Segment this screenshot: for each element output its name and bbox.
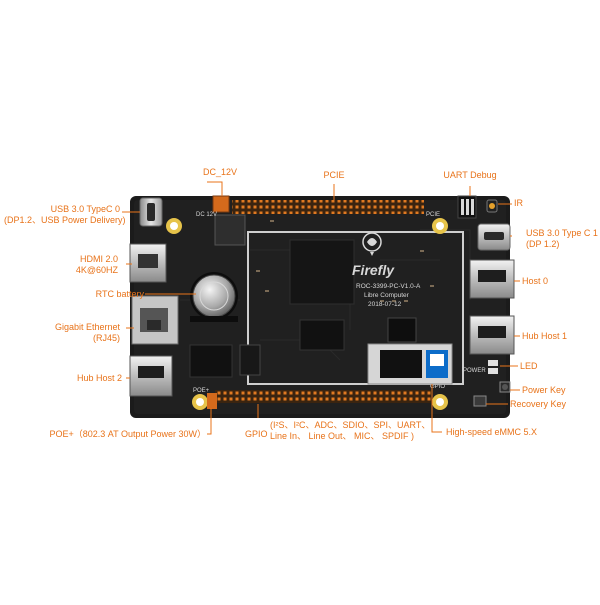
leader-lines — [122, 181, 520, 435]
rtc-battery — [190, 272, 238, 322]
hdmi-port — [129, 243, 167, 283]
label-usb-typec-1-line1: USB 3.0 Type C 1 — [526, 228, 598, 238]
label-usb-typec-0: USB 3.0 TypeC 0 (DP1.2、USB Power Deliver… — [4, 204, 126, 226]
label-uart-debug: UART Debug — [443, 170, 497, 180]
dc12v-connector: DC 12V — [196, 195, 230, 218]
label-usb-typec-0-line1: USB 3.0 TypeC 0 — [50, 204, 120, 214]
gpio-silk: GPIO — [430, 384, 445, 390]
ir-receiver — [486, 199, 498, 213]
mount-holes — [166, 218, 448, 410]
label-usb-typec-0-line2: (DP1.2、USB Power Delivery) — [4, 215, 126, 225]
usb-hub-host-1-port — [469, 315, 515, 355]
label-led: LED — [520, 361, 538, 371]
label-poe: POE+（802.3 AT Output Power 30W） — [49, 429, 207, 439]
label-recovery-key: Recovery Key — [510, 399, 567, 409]
brand-silk: Firefly — [352, 262, 395, 278]
label-gigabit-line1: Gigabit Ethernet — [54, 322, 120, 332]
pcie-header: PCIE — [232, 200, 440, 218]
label-dc12v: DC_12V — [202, 167, 238, 177]
label-gigabit-line2: (RJ45) — [92, 333, 120, 343]
recovery-key-button — [473, 395, 487, 407]
usb-typec-1-port — [477, 223, 511, 251]
label-hub-host1: Hub Host 1 — [522, 331, 568, 341]
label-rtc-battery: RTC battery — [95, 289, 144, 299]
power-key-button — [499, 381, 511, 393]
label-host0: Host 0 — [522, 276, 549, 286]
label-gpio-detail: (I²S、I²C、ADC、SDIO、SPI、UART、 Line In、 Lin… — [270, 420, 430, 442]
usb-hub-host-2-port — [129, 355, 173, 397]
ethernet-port — [131, 295, 179, 345]
label-emmc: High-speed eMMC 5.X — [446, 427, 538, 437]
date-silk: 2018-07-12 — [368, 301, 402, 308]
label-usb-typec-1: USB 3.0 Type C 1 (DP 1.2) — [526, 228, 598, 250]
pcie-silk: PCIE — [426, 212, 440, 218]
label-hub-host2: Hub Host 2 — [76, 373, 122, 383]
label-hdmi: HDMI 2.0 4K@60HZ — [40, 254, 118, 276]
label-gpio-detail-line1: (I²S、I²C、ADC、SDIO、SPI、UART、 — [270, 420, 431, 430]
label-hdmi-line1: HDMI 2.0 — [79, 254, 118, 264]
model-silk: ROC-3399-PC-V1.0-A — [356, 283, 421, 290]
vendor-silk: Libre Computer — [364, 292, 410, 299]
label-gpio-detail-line2: Line In、 Line Out、 MIC、 SPDIF ) — [270, 431, 415, 441]
gpio-header: GPIO — [215, 384, 445, 403]
poe-silk: POE+ — [193, 388, 210, 394]
usb-typec-0-port — [139, 197, 163, 227]
emmc-module — [367, 343, 453, 385]
label-ir: IR — [514, 198, 523, 208]
label-power-key: Power Key — [522, 385, 566, 395]
label-gpio: GPIO — [245, 429, 268, 439]
pcb — [130, 196, 510, 418]
label-usb-typec-1-line2: (DP 1.2) — [526, 239, 560, 249]
uart-header — [457, 195, 477, 219]
label-hdmi-line2: 4K@60HZ — [75, 265, 118, 275]
firefly-logo — [362, 232, 382, 256]
usb-host-0-port — [469, 259, 515, 299]
label-gigabit-ethernet: Gigabit Ethernet (RJ45) — [30, 322, 120, 344]
dc12v-silk: DC 12V — [196, 212, 217, 218]
label-pcie: PCIE — [323, 170, 345, 180]
poe-header: POE+ — [193, 388, 217, 409]
power-silk: POWER — [463, 368, 486, 374]
led-indicator: POWER — [463, 360, 498, 374]
